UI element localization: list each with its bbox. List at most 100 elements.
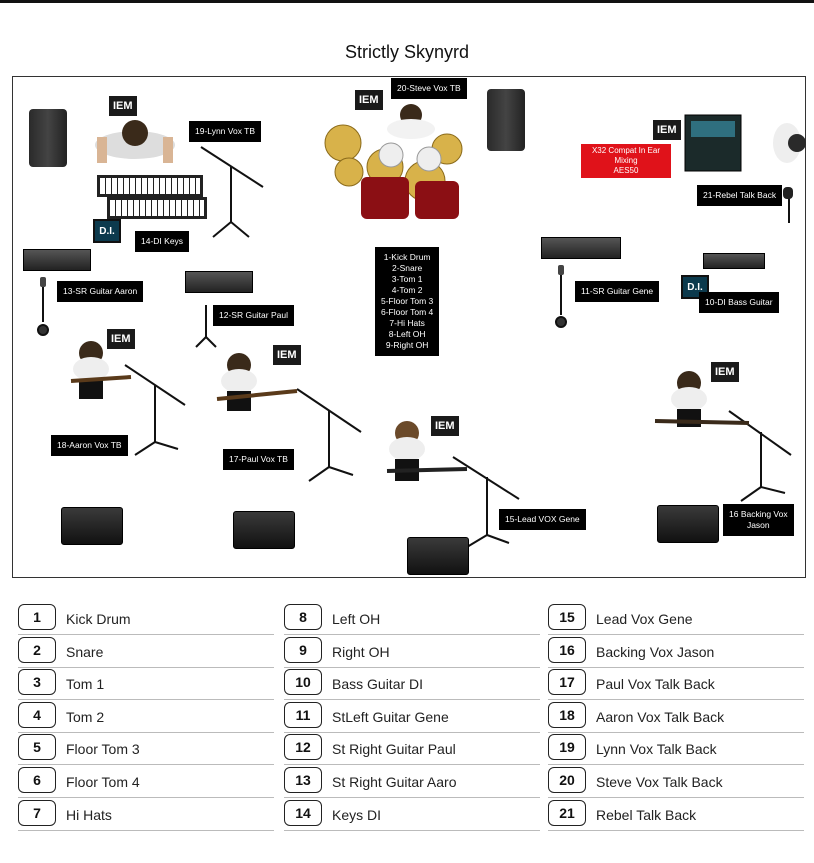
- amp-aaron: [23, 249, 91, 271]
- label-keys-di: 14-DI Keys: [135, 231, 189, 252]
- legend-number: 7: [18, 800, 56, 826]
- legend-number: 9: [284, 637, 322, 663]
- legend-underline: [284, 797, 540, 798]
- legend-name: Left OH: [332, 604, 380, 634]
- legend-underline: [548, 797, 804, 798]
- legend-number: 8: [284, 604, 322, 630]
- drum-kit: [325, 104, 462, 219]
- legend-number: 19: [548, 734, 586, 760]
- label-x32: X32 Compat In Ear Mixing AES50: [581, 144, 671, 178]
- legend-underline: [548, 732, 804, 733]
- legend-name: Floor Tom 4: [66, 767, 140, 797]
- legend-number: 5: [18, 734, 56, 760]
- label-aaron-vox: 18-Aaron Vox TB: [51, 435, 128, 456]
- iem-badge-jason: IEM: [711, 362, 739, 382]
- legend-name: Lynn Vox Talk Back: [596, 734, 717, 764]
- legend-number: 16: [548, 637, 586, 663]
- legend-underline: [548, 830, 804, 831]
- legend-number: 11: [284, 702, 322, 728]
- legend-name: Tom 1: [66, 669, 104, 699]
- legend-row: 18Aaron Vox Talk Back: [548, 702, 804, 728]
- legend-name: Floor Tom 3: [66, 734, 140, 764]
- label-steve-vox: 20-Steve Vox TB: [391, 78, 467, 99]
- label-rebel: 21-Rebel Talk Back: [697, 185, 782, 206]
- legend-number: 17: [548, 669, 586, 695]
- mic-stand-aaron: [125, 365, 185, 455]
- x32-mixer: [685, 115, 741, 171]
- legend-underline: [284, 699, 540, 700]
- legend-underline: [18, 732, 274, 733]
- legend-name: Lead Vox Gene: [596, 604, 693, 634]
- legend-number: 1: [18, 604, 56, 630]
- mic-sr-aaron: [38, 282, 48, 335]
- rebel-mic-head: [783, 187, 793, 199]
- mic-head-aaron: [40, 277, 46, 287]
- legend-name: Hi Hats: [66, 800, 112, 830]
- di-box-keys: D.I.: [93, 219, 121, 243]
- legend-row: 5Floor Tom 3: [18, 734, 274, 760]
- wedge-gene: [407, 537, 469, 575]
- iem-badge-gene: IEM: [431, 416, 459, 436]
- legend-number: 18: [548, 702, 586, 728]
- legend-underline: [284, 667, 540, 668]
- iem-badge-x32: IEM: [653, 120, 681, 140]
- legend-underline: [18, 764, 274, 765]
- label-drum-list: 1-Kick Drum 2-Snare 3-Tom 1 4-Tom 2 5-Fl…: [375, 247, 439, 356]
- legend-name: Tom 2: [66, 702, 104, 732]
- bass-amp-head: [703, 253, 765, 269]
- legend-underline: [18, 634, 274, 635]
- keyboard-bottom: [107, 197, 207, 219]
- legend-underline: [18, 667, 274, 668]
- amp-paul: [185, 271, 253, 293]
- legend-underline: [284, 830, 540, 831]
- wedge-aaron: [61, 507, 123, 545]
- keys-player: [95, 120, 175, 163]
- legend-name: Snare: [66, 637, 103, 667]
- legend-number: 6: [18, 767, 56, 793]
- stage-plot: IEM: [12, 76, 806, 578]
- label-paul-vox: 17-Paul Vox TB: [223, 449, 294, 470]
- legend-underline: [284, 764, 540, 765]
- legend-name: Aaron Vox Talk Back: [596, 702, 724, 732]
- legend-underline: [18, 699, 274, 700]
- legend-number: 4: [18, 702, 56, 728]
- legend-name: Rebel Talk Back: [596, 800, 696, 830]
- legend-underline: [548, 699, 804, 700]
- guitarist-aaron: [71, 341, 131, 399]
- label-sr-aaron: 13-SR Guitar Aaron: [57, 281, 143, 302]
- mic-stand-paul: [297, 389, 361, 481]
- mic-sr-gene: [556, 270, 566, 327]
- label-backing-vox: 16 Backing Vox Jason: [723, 504, 794, 536]
- amp-gene: [541, 237, 621, 259]
- iem-badge-aaron: IEM: [107, 329, 135, 349]
- label-sr-paul: 12-SR Guitar Paul: [213, 305, 294, 326]
- mic-stand-lynn: [201, 147, 263, 237]
- legend-row: 2Snare: [18, 637, 274, 663]
- iem-badge-steve: IEM: [355, 90, 383, 110]
- legend-number: 14: [284, 800, 322, 826]
- legend-name: Kick Drum: [66, 604, 131, 634]
- wedge-paul: [233, 511, 295, 549]
- legend-name: Backing Vox Jason: [596, 637, 714, 667]
- page-title: Strictly Skynyrd: [0, 42, 814, 63]
- mic-head-gene: [558, 265, 564, 275]
- legend-underline: [284, 732, 540, 733]
- legend-name: St Right Guitar Paul: [332, 734, 456, 764]
- legend-underline: [284, 634, 540, 635]
- top-border: [0, 0, 814, 3]
- legend-number: 13: [284, 767, 322, 793]
- legend-name: St Right Guitar Aaro: [332, 767, 457, 797]
- label-lead-vox: 15-Lead VOX Gene: [499, 509, 586, 530]
- legend-row: 10Bass Guitar DI: [284, 669, 540, 695]
- iem-badge-paul: IEM: [273, 345, 301, 365]
